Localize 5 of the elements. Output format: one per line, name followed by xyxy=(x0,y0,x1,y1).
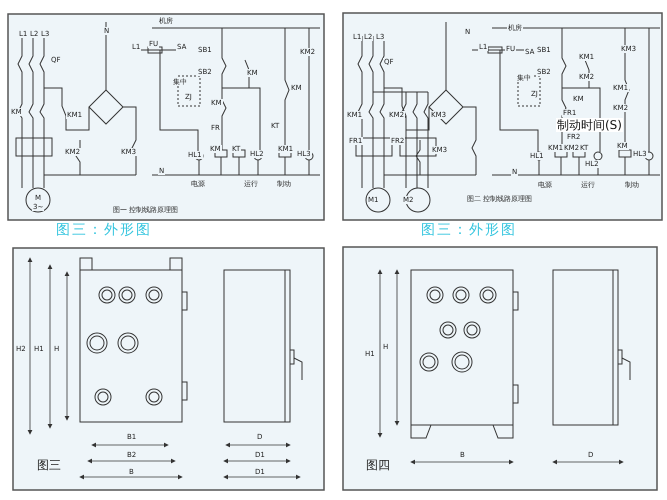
annotation-text: 制动时间(S) xyxy=(556,118,623,132)
figure-heading: 图三：外形图 xyxy=(55,222,153,238)
figure-number: 图四 xyxy=(365,458,391,472)
figure-number: 图三 xyxy=(36,458,62,472)
figure-heading: 图三：外形图 xyxy=(420,222,518,238)
